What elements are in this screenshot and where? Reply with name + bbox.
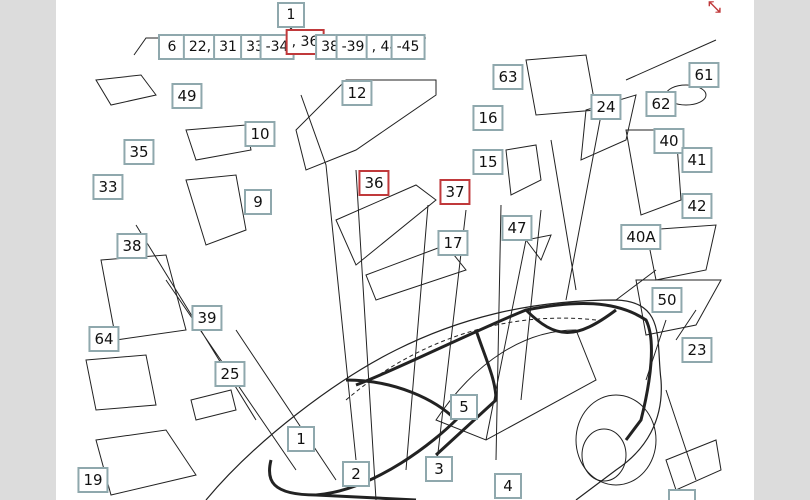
callout-63[interactable]: 63 [492, 64, 524, 90]
callout-16[interactable]: 16 [472, 105, 504, 131]
callout-40[interactable]: 40 [653, 128, 685, 154]
callout-24[interactable]: 24 [590, 94, 622, 120]
callout-39[interactable]: -39 [335, 34, 371, 60]
callout-41[interactable]: 41 [681, 147, 713, 173]
callout-23[interactable]: 23 [681, 337, 713, 363]
callout-10[interactable]: 10 [244, 121, 276, 147]
callout-3[interactable]: 3 [425, 456, 453, 482]
callout-36[interactable]: 36 [358, 170, 390, 196]
callout-main-1[interactable]: 1 [277, 2, 305, 28]
callout-50[interactable]: 50 [651, 287, 683, 313]
callout-49[interactable]: 49 [171, 83, 203, 109]
callout-12[interactable]: 12 [341, 80, 373, 106]
callout-1[interactable]: 1 [287, 426, 315, 452]
callout-61[interactable]: 61 [688, 62, 720, 88]
callout-9[interactable]: 9 [244, 189, 272, 215]
callout-22[interactable]: 22, [182, 34, 218, 60]
callout-38-part[interactable]: 38 [116, 233, 148, 259]
callout-partial[interactable] [668, 489, 696, 500]
callout-42[interactable]: 42 [681, 193, 713, 219]
callout-37[interactable]: 37 [439, 179, 471, 205]
callout-2[interactable]: 2 [342, 461, 370, 487]
callout-15[interactable]: 15 [472, 149, 504, 175]
callout-25[interactable]: 25 [214, 361, 246, 387]
parts-diagram: ⤡ 1 6 22, 31 33 -34 , 36 38 -39 , 44 -45… [56, 0, 754, 500]
callout-33-part[interactable]: 33 [92, 174, 124, 200]
callout-45[interactable]: -45 [390, 34, 426, 60]
callout-4[interactable]: 4 [494, 473, 522, 499]
callout-31[interactable]: 31 [213, 34, 243, 60]
callout-40a[interactable]: 40A [620, 224, 662, 250]
callout-64[interactable]: 64 [88, 326, 120, 352]
callout-39-part[interactable]: 39 [191, 305, 223, 331]
callout-6[interactable]: 6 [158, 34, 186, 60]
callout-17[interactable]: 17 [437, 230, 469, 256]
callout-62[interactable]: 62 [645, 91, 677, 117]
callout-35[interactable]: 35 [123, 139, 155, 165]
expand-arrows-icon[interactable]: ⤡ [708, 0, 721, 16]
callout-47[interactable]: 47 [501, 215, 533, 241]
callout-5[interactable]: 5 [450, 394, 478, 420]
callout-19[interactable]: 19 [77, 467, 109, 493]
wiring-harness-drawing [85, 22, 722, 500]
